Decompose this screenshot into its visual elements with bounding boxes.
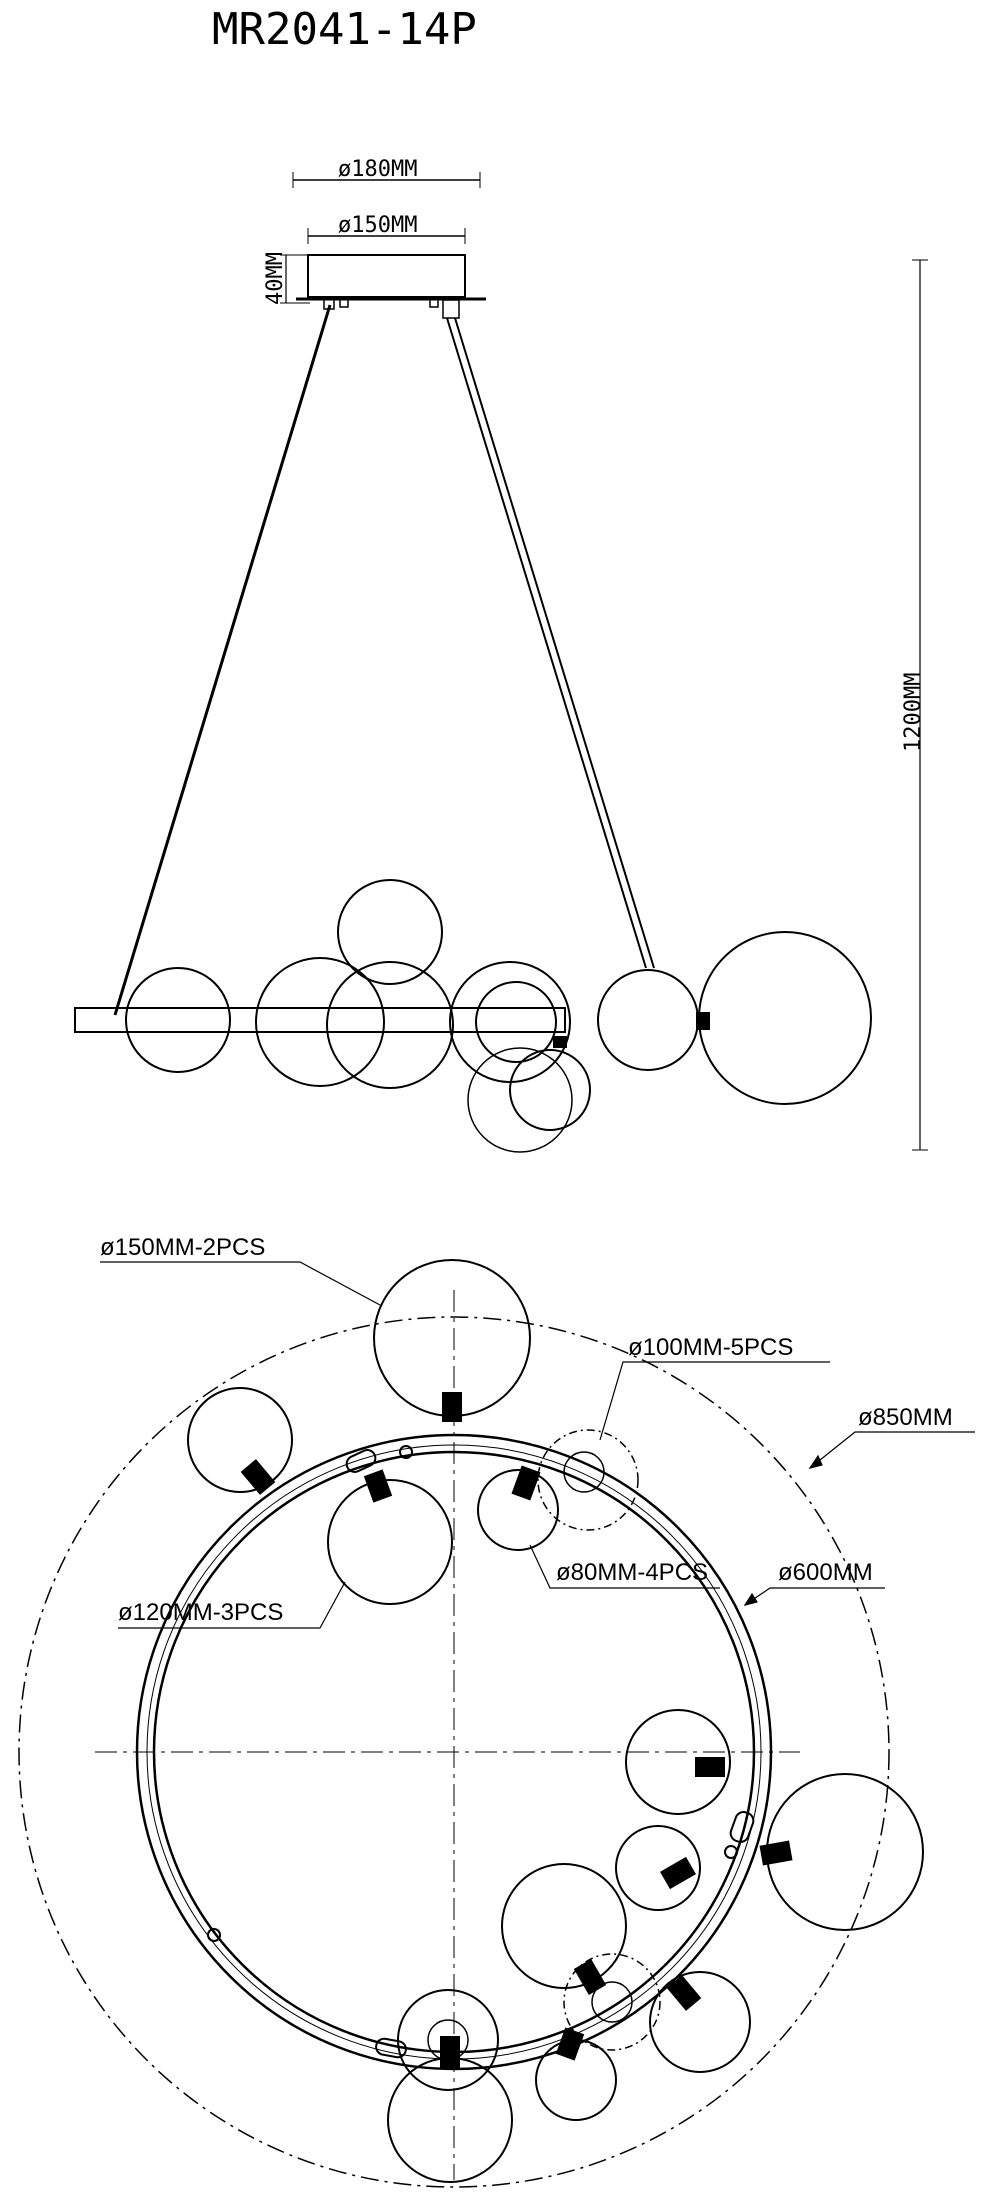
arrowhead — [743, 1592, 758, 1606]
callout-globe-80: ø80MM-4PCS — [556, 1559, 708, 1586]
top-globe — [501, 1863, 627, 1989]
side-globes — [125, 879, 872, 1153]
top-globe — [387, 2057, 513, 2183]
outer-boundary-circle — [18, 1316, 890, 2188]
side-globe — [326, 961, 454, 1089]
suspension-cable-right-b — [454, 317, 655, 969]
side-globe — [337, 879, 443, 985]
top-globe — [477, 1469, 559, 1551]
side-globe — [698, 931, 872, 1105]
side-globe — [255, 957, 385, 1087]
top-globe-dashed — [537, 1429, 639, 1531]
ring-clamp — [729, 1811, 755, 1843]
callout-outer-circle: ø850MM — [858, 1404, 953, 1431]
top-globe — [615, 1825, 701, 1911]
canopy-outer-dimension: ø180MM — [292, 157, 481, 188]
suspension-cable-right-a — [446, 317, 647, 969]
side-globe — [467, 1047, 573, 1153]
top-globe-dashed — [563, 1953, 661, 2051]
top-globe — [327, 1479, 453, 1605]
leader-lines — [100, 1261, 975, 1629]
globe-socket — [696, 1012, 710, 1030]
top-view: ø150MM-2PCS ø100MM-5PCS ø850MM ø80MM-4PC… — [18, 1234, 975, 2188]
canopy-inner-label: ø150MM — [338, 213, 417, 238]
leader-outer-circle — [809, 1431, 975, 1469]
canopy-inner-dimension: ø150MM — [307, 213, 466, 244]
canopy-screw-mid — [339, 298, 349, 308]
side-globe — [125, 967, 231, 1073]
side-globe — [509, 1049, 591, 1131]
overall-height-dimension: 1200MM — [901, 259, 928, 1151]
canopy-screw-right — [429, 298, 439, 308]
leader-globe-100 — [599, 1361, 830, 1441]
ring-screw — [207, 1928, 221, 1942]
top-globe-small — [591, 1981, 633, 2023]
globe-sockets — [240, 1392, 793, 2068]
leader-ring — [744, 1587, 885, 1606]
ring-bar-side — [74, 1007, 566, 1033]
callout-globe-150: ø150MM-2PCS — [100, 1234, 265, 1261]
canopy — [307, 254, 466, 298]
arrowhead — [808, 1454, 823, 1469]
leader-globe-120 — [118, 1581, 346, 1629]
globe-socket — [553, 1036, 567, 1048]
top-globe — [625, 1709, 731, 1815]
model-title: MR2041-14P — [212, 4, 477, 55]
overall-height-label: 1200MM — [901, 673, 926, 752]
side-globe — [597, 969, 699, 1071]
ring-clamp — [345, 1449, 377, 1473]
top-globe — [187, 1387, 293, 1493]
callout-ring: ø600MM — [778, 1559, 873, 1586]
ring-screw — [399, 1445, 413, 1459]
canopy-height-label: 40MM — [263, 252, 288, 305]
top-globe — [397, 1989, 499, 2091]
ring-screw — [724, 1845, 738, 1859]
canopy-height-dimension: 40MM — [263, 252, 310, 305]
cable-grip-right — [442, 299, 460, 319]
callout-globe-120: ø120MM-3PCS — [118, 1599, 283, 1626]
leader-globe-150 — [100, 1261, 381, 1306]
top-globe-small — [563, 1451, 605, 1493]
top-globes — [187, 1259, 924, 2183]
ring-clamp — [375, 2037, 407, 2059]
side-globe — [449, 961, 571, 1083]
top-globe — [649, 1971, 751, 2073]
leader-globe-80 — [529, 1544, 720, 1589]
side-view: ø180MM ø150MM 40MM 1 — [74, 157, 928, 1153]
callout-globe-100: ø100MM-5PCS — [628, 1334, 793, 1361]
suspension-cable-left — [113, 304, 332, 1016]
side-globe — [475, 981, 557, 1063]
canopy-outer-label: ø180MM — [338, 157, 417, 182]
